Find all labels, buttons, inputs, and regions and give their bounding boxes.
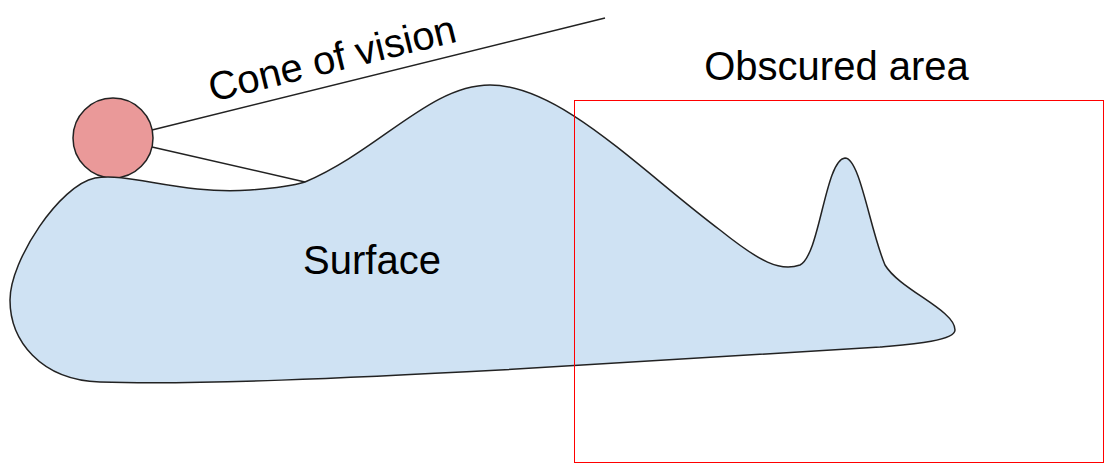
obscured-area-box: Obscured area [574, 100, 1104, 463]
region-heading: Obscured area [704, 46, 969, 86]
viewer-circle [73, 98, 153, 178]
cone-label: Cone of vision [204, 8, 460, 107]
surface-shape: Surface [10, 84, 956, 386]
surface-outline [10, 84, 956, 386]
surface-blob [10, 85, 955, 383]
cone-line-lower [152, 147, 305, 182]
shape-label: Surface [303, 240, 441, 280]
